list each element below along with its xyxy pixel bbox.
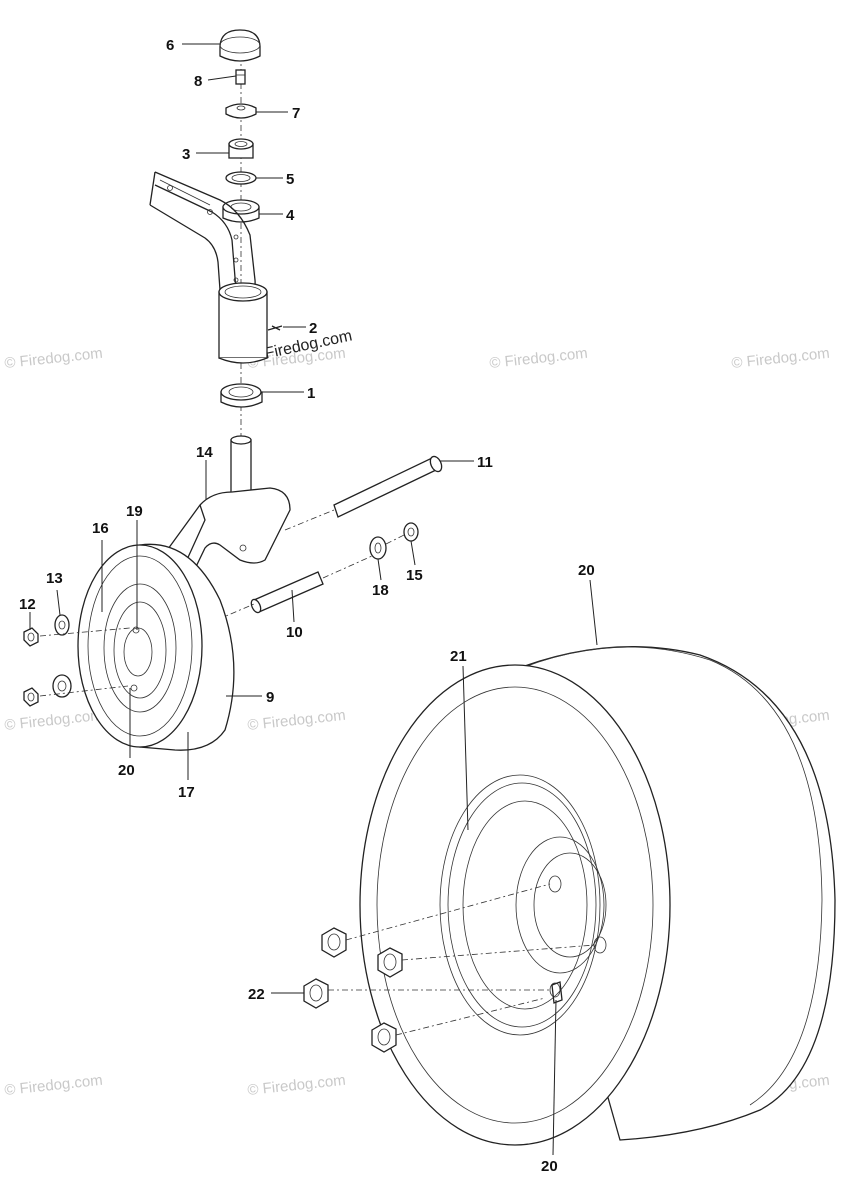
spacer-tube <box>204 555 373 626</box>
spindle-nut <box>228 138 254 159</box>
caster-nut-12 <box>23 627 39 647</box>
callout-13: 13 <box>46 570 63 587</box>
callout-4: 4 <box>286 207 295 224</box>
caster-nut-lower <box>23 687 39 707</box>
caster-stud-axis <box>39 627 131 637</box>
callout-20-caster: 20 <box>118 762 135 779</box>
watermark: © Firedog.com <box>247 1072 347 1099</box>
leader-lines <box>29 43 598 1156</box>
fork-washer-18 <box>369 536 387 560</box>
upper-bearing <box>222 199 260 223</box>
lug-nut <box>321 927 347 958</box>
callout-5: 5 <box>286 171 294 188</box>
callout-7: 7 <box>292 105 300 122</box>
watermark: © Firedog.com <box>247 707 347 734</box>
watermark: © Firedog.com <box>4 1072 104 1099</box>
axle-bolt <box>284 455 443 531</box>
caster-washer-13 <box>54 614 70 636</box>
caster-washer-lower <box>52 674 72 698</box>
grease-fitting <box>235 69 246 85</box>
callout-9: 9 <box>266 689 274 706</box>
watermark: © Firedog.com <box>4 345 104 372</box>
watermark: © Firedog.com <box>4 707 104 734</box>
lug-axis <box>395 997 546 1036</box>
callout-12: 12 <box>19 596 36 613</box>
spindle-tube <box>218 282 268 364</box>
callout-6: 6 <box>166 37 174 54</box>
watermark: © Firedog.com <box>731 345 831 372</box>
lug-nut <box>371 1022 397 1053</box>
callout-21: 20 <box>578 562 595 579</box>
caster-wheel <box>77 543 235 751</box>
fork-washer-15 <box>385 522 419 545</box>
callout-22: 21 <box>450 648 467 665</box>
dust-cap <box>219 29 261 62</box>
callouts: 6 8 7 3 5 4 2 1 11 14 19 16 13 12 18 15 … <box>19 37 595 1175</box>
rear-wheel <box>359 646 836 1146</box>
callout-1: 1 <box>307 385 315 402</box>
caster-fork <box>159 435 291 605</box>
callout-16: 16 <box>92 520 109 537</box>
callout-18: 18 <box>372 582 389 599</box>
lug-nut <box>303 978 329 1009</box>
callout-14: 14 <box>196 444 213 461</box>
callout-3: 3 <box>182 146 190 163</box>
callout-19: 19 <box>126 503 143 520</box>
callout-23: 22 <box>248 986 265 1003</box>
cap-washer <box>225 103 257 119</box>
callout-2: 2 <box>309 320 317 337</box>
callout-11: 11 <box>477 454 493 471</box>
spindle-washer <box>225 171 257 185</box>
frame-arm <box>149 171 256 297</box>
callout-17: 17 <box>178 784 195 801</box>
callout-10: 10 <box>286 624 303 641</box>
caster-stud-axis <box>39 685 129 697</box>
lower-bearing <box>220 383 263 408</box>
callout-20-wheel-stud: 20 <box>541 1158 558 1175</box>
lug-axis <box>401 944 596 961</box>
callout-8: 8 <box>194 73 202 90</box>
lug-nut <box>377 947 403 978</box>
callout-15: 15 <box>406 567 423 584</box>
watermark: © Firedog.com <box>489 345 589 372</box>
tube-zerk <box>267 325 283 331</box>
